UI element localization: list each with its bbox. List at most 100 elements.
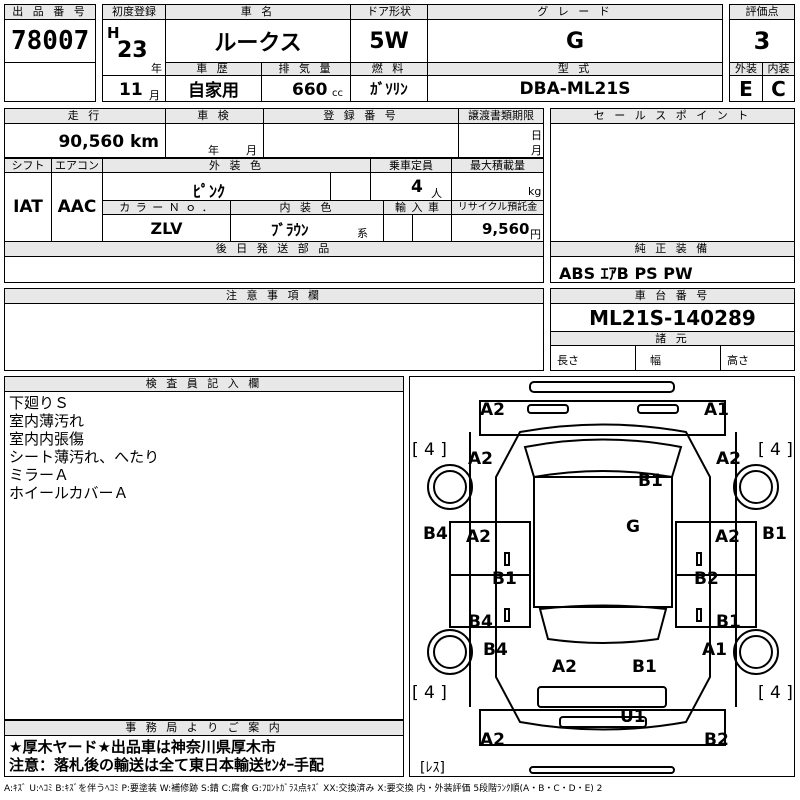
inspection-cell: 年 月	[165, 123, 264, 158]
transfer-day-unit: 日	[531, 129, 542, 142]
lot-number: 78007	[11, 26, 90, 56]
registration-number-label: 登 録 番 号	[263, 108, 459, 124]
first-registration-month-cell: 11 月	[102, 75, 166, 102]
body-color-label: 外 装 色	[102, 158, 371, 173]
shift-label: シフト	[4, 158, 52, 173]
inspector-note: ホイールカバーＡ	[9, 484, 129, 502]
notes-area	[4, 303, 544, 371]
damage-code: B1	[762, 524, 787, 544]
car-name: ルークス	[165, 19, 351, 63]
sales-point-area	[550, 123, 795, 242]
office-notes: ★厚木ヤード★出品車は神奈川県厚木市 注意：落札後の輸送は全て東日本輸送ｾﾝﾀｰ…	[4, 735, 404, 777]
lot-number-cell: 78007	[4, 19, 96, 63]
exterior-label: 外装	[729, 62, 763, 76]
first-registration-cell: H 23 年	[102, 19, 166, 76]
inspection-year-unit: 年	[208, 144, 219, 157]
fuel: ｶﾞｿﾘﾝ	[350, 75, 428, 102]
damage-code: A1	[704, 400, 729, 420]
interior-color-suffix: 系	[357, 227, 368, 240]
damage-code: B1	[632, 657, 657, 677]
damage-code: A2	[715, 527, 740, 547]
grade-label: グ レ ー ド	[427, 4, 723, 20]
spare-tire: [ﾚｽ]	[420, 760, 445, 776]
door: 5W	[350, 19, 428, 63]
damage-code: A2	[716, 449, 741, 469]
interior-color: ﾌﾞﾗｳﾝ	[271, 221, 309, 239]
body-color-extra	[330, 172, 371, 201]
height-label: 高さ	[727, 354, 749, 367]
later-parts-label: 後 日 発 送 部 品	[4, 241, 544, 257]
mileage-label: 走 行	[4, 108, 166, 124]
car-outline	[427, 381, 779, 774]
recycle-cell: 9,560 円	[451, 214, 544, 242]
inspector-notes: 下廻りＳ 室内薄汚れ 室内内張傷 シート薄汚れ、へたり ミラーＡ ホイールカバー…	[4, 391, 404, 720]
lot-number-label: 出 品 番 号	[4, 4, 96, 20]
lot-number-blank	[4, 62, 96, 102]
width-cell: 幅	[635, 345, 721, 371]
chassis-label: 車 台 番 号	[550, 288, 795, 304]
displacement: 660	[292, 80, 328, 100]
capacity-unit: 人	[431, 187, 442, 200]
height-cell: 高さ	[720, 345, 795, 371]
color-number-label: カ ラ ー Ｎ ｏ ．	[102, 200, 231, 215]
capacity: 4	[411, 177, 423, 197]
shift: IAT	[4, 172, 52, 242]
damage-code: A2	[480, 400, 505, 420]
score-label: 評価点	[729, 4, 795, 20]
score: 3	[729, 19, 795, 63]
damage-code: G	[626, 517, 640, 537]
month-unit: 月	[149, 89, 160, 102]
door-label: ドア形状	[350, 4, 428, 20]
interior-label: 内装	[762, 62, 795, 76]
damage-code: A2	[480, 730, 505, 750]
color-number: ZLV	[102, 214, 231, 242]
registration-month: 11	[119, 80, 143, 100]
import-cell-a	[383, 214, 413, 242]
later-parts-area	[4, 256, 544, 283]
inspector-note: シート薄汚れ、へたり	[9, 448, 160, 466]
interior-grade: C	[762, 75, 795, 102]
recycle-fee: 9,560	[482, 220, 530, 238]
inspection-month-unit: 月	[246, 144, 257, 157]
equipment-cell: ABS ｴｱB PS PW	[550, 256, 795, 283]
inspection-label: 車 検	[165, 108, 264, 124]
damage-code: B4	[468, 612, 493, 632]
transfer-deadline-cell: 日 月	[458, 123, 544, 158]
displacement-label: 排 気 量	[261, 62, 351, 76]
aircon-label: エアコン	[51, 158, 103, 173]
fuel-label: 燃 料	[350, 62, 428, 76]
mileage-cell: 90,560 km	[4, 123, 166, 158]
equipment-label: 純 正 装 備	[550, 241, 795, 257]
recycle-unit: 円	[530, 228, 541, 241]
year-unit: 年	[151, 62, 162, 75]
tire-depth: [ 4 ]	[412, 683, 447, 703]
damage-code: A2	[552, 657, 577, 677]
specs-label: 諸 元	[550, 331, 795, 346]
damage-code: A2	[468, 449, 493, 469]
damage-legend: A:ｷｽﾞ U:ﾍｺﾐ B:ｷｽﾞを伴うﾍｺﾐ P:要塗装 W:補修跡 S:錆 …	[4, 784, 603, 794]
capacity-cell: 4 人	[370, 172, 452, 201]
model-label: 型 式	[427, 62, 723, 76]
office-note: ★厚木ヤード★出品車は神奈川県厚木市	[9, 738, 276, 756]
damage-code: B2	[694, 569, 719, 589]
width-label: 幅	[650, 354, 661, 367]
exterior-grade: E	[729, 75, 763, 102]
max-load-unit: kg	[528, 185, 542, 198]
sales-point-label: セ ー ル ス ポ イ ン ト	[550, 108, 795, 124]
transfer-deadline-label: 譲渡書類期限	[458, 108, 544, 124]
inspector-label: 検 査 員 記 入 欄	[4, 376, 404, 392]
tire-depth: [ 4 ]	[412, 440, 447, 460]
inspector-note: 室内薄汚れ	[9, 412, 85, 430]
length-cell: 長さ	[550, 345, 636, 371]
era: H	[107, 24, 120, 42]
aircon: AAC	[51, 172, 103, 242]
car-name-label: 車 名	[165, 4, 351, 20]
model: DBA-ML21S	[427, 75, 723, 102]
inspector-note: ミラーＡ	[9, 466, 70, 484]
chassis-number: ML21S-140289	[550, 303, 795, 332]
displacement-cell: 660 cc	[261, 75, 351, 102]
recycle-label: リサイクル預託金	[451, 200, 544, 215]
mileage: 90,560 km	[58, 132, 159, 152]
import-cell-b	[412, 214, 452, 242]
damage-code: B1	[492, 569, 517, 589]
